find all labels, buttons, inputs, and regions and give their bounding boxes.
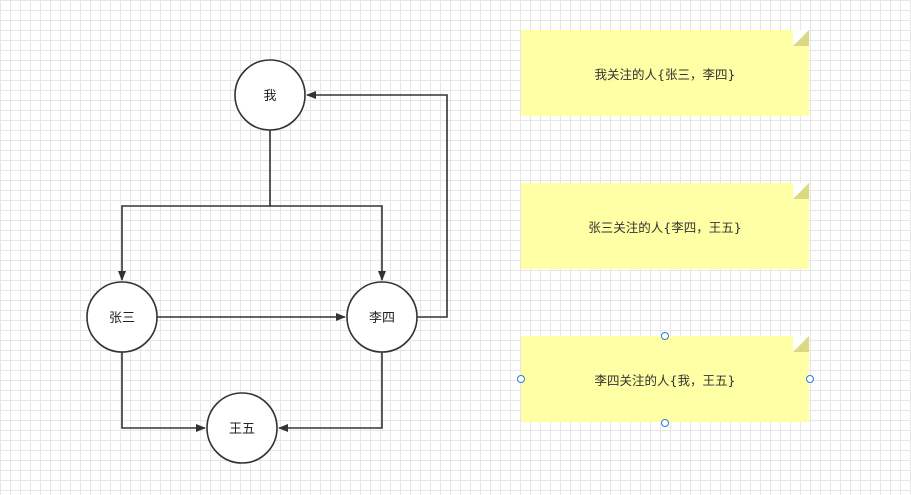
node-zhangsan-label: 张三 [109, 311, 135, 326]
resize-handle-right[interactable] [806, 375, 814, 383]
resize-handle-left[interactable] [517, 375, 525, 383]
edge-zhangsan-to-wangwu[interactable] [121, 352, 206, 432]
resize-handle-bottom[interactable] [661, 419, 669, 427]
node-me[interactable]: 我 [234, 59, 306, 131]
node-zhangsan[interactable]: 张三 [86, 281, 158, 353]
note-zhangsan-follows-text: 张三关注的人{李四，王五} [588, 219, 742, 235]
resize-handle-top[interactable] [661, 332, 669, 340]
note-zhangsan-follows[interactable]: 张三关注的人{李四，王五} [521, 183, 809, 269]
node-me-label: 我 [263, 89, 276, 104]
note-lisi-follows-text: 李四关注的人{我，王五} [594, 372, 736, 388]
node-wangwu[interactable]: 王五 [206, 392, 278, 464]
note-lisi-follows[interactable]: 李四关注的人{我，王五} [521, 336, 809, 422]
edge-me-to-zhangsan[interactable] [118, 130, 271, 281]
edge-lisi-to-wangwu[interactable] [278, 352, 383, 432]
note-me-follows-text: 我关注的人{张三，李四} [594, 66, 736, 82]
node-lisi-label: 李四 [369, 311, 395, 326]
node-wangwu-label: 王五 [229, 422, 255, 437]
edge-lisi-to-me[interactable] [306, 91, 448, 318]
note-me-follows[interactable]: 我关注的人{张三，李四} [521, 30, 809, 116]
edge-me-to-lisi[interactable] [270, 205, 386, 281]
node-lisi[interactable]: 李四 [346, 281, 418, 353]
